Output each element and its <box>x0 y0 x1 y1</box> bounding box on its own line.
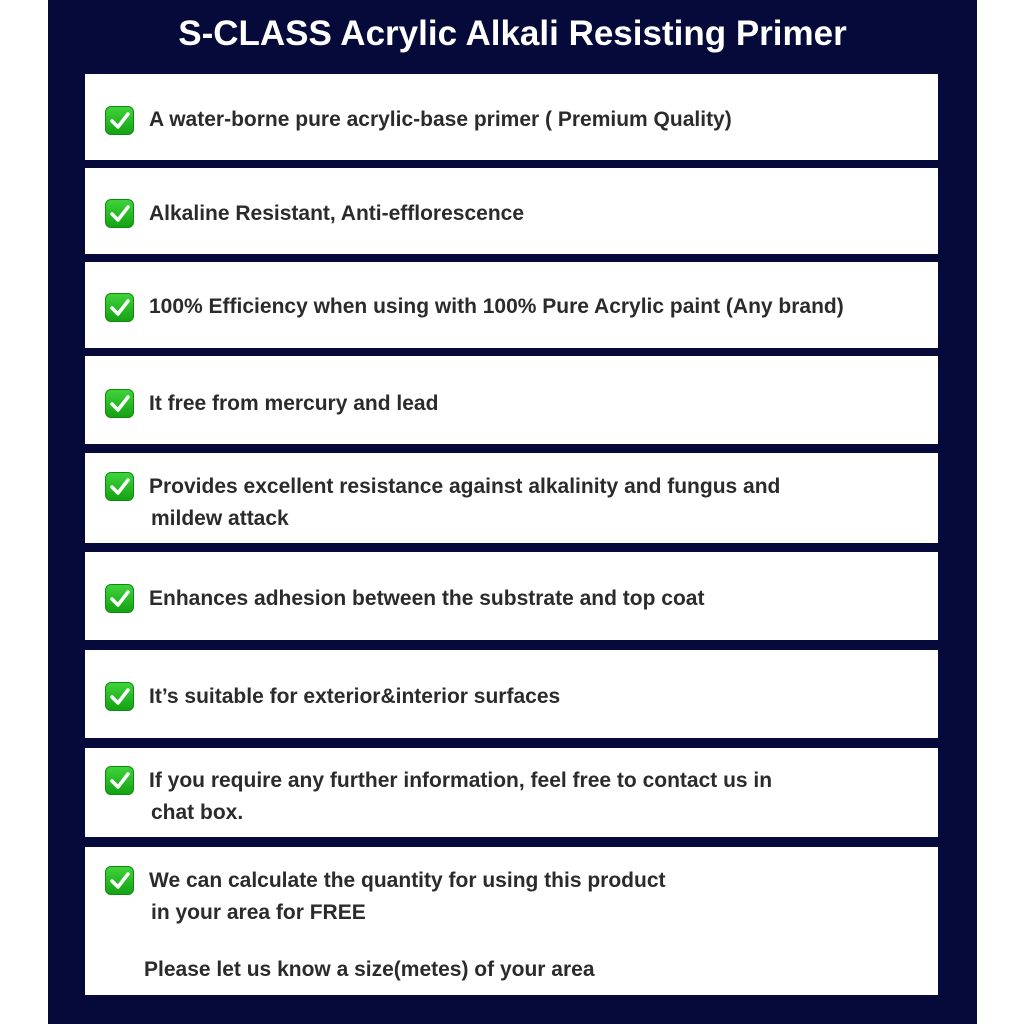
info-panel: S-CLASS Acrylic Alkali Resisting Primer … <box>48 0 977 1024</box>
feature-card: Alkaline Resistant, Anti-efflorescence <box>85 168 938 254</box>
feature-line: Alkaline Resistant, Anti-efflorescence <box>149 202 525 225</box>
feature-line: If you require any further information, … <box>149 769 773 792</box>
feature-line-continued: mildew attack <box>151 507 289 530</box>
size-request-note: Please let us know a size(metes) of your… <box>144 958 595 981</box>
feature-text: If you require any further information, … <box>149 765 930 829</box>
feature-card: Enhances adhesion between the substrate … <box>85 552 938 640</box>
feature-text: We can calculate the quantity for using … <box>149 865 930 929</box>
feature-card: If you require any further information, … <box>85 748 938 837</box>
check-mark-icon <box>105 584 134 613</box>
feature-line: A water-borne pure acrylic-base primer (… <box>149 108 732 131</box>
feature-line: It free from mercury and lead <box>149 392 439 415</box>
check-mark-icon <box>105 293 134 322</box>
feature-line: Provides excellent resistance against al… <box>149 475 781 498</box>
feature-card: A water-borne pure acrylic-base primer (… <box>85 74 938 160</box>
check-mark-icon <box>105 472 134 501</box>
feature-text: Enhances adhesion between the substrate … <box>149 583 930 615</box>
feature-card: 100% Efficiency when using with 100% Pur… <box>85 262 938 348</box>
feature-card: Provides excellent resistance against al… <box>85 453 938 543</box>
feature-card: It’s suitable for exterior&interior surf… <box>85 650 938 738</box>
feature-card: We can calculate the quantity for using … <box>85 847 938 995</box>
check-mark-icon <box>105 766 134 795</box>
feature-line: Enhances adhesion between the substrate … <box>149 587 705 610</box>
feature-line: We can calculate the quantity for using … <box>149 869 666 892</box>
feature-text: It free from mercury and lead <box>149 388 930 420</box>
feature-line: It’s suitable for exterior&interior surf… <box>149 685 561 708</box>
feature-text: 100% Efficiency when using with 100% Pur… <box>149 291 930 323</box>
page-title: S-CLASS Acrylic Alkali Resisting Primer <box>178 14 847 53</box>
check-mark-icon <box>105 682 134 711</box>
check-mark-icon <box>105 389 134 418</box>
feature-card: It free from mercury and lead <box>85 356 938 444</box>
feature-line-continued: chat box. <box>151 801 244 824</box>
feature-text: It’s suitable for exterior&interior surf… <box>149 681 930 713</box>
feature-line-continued: in your area for FREE <box>151 901 366 924</box>
feature-text: Alkaline Resistant, Anti-efflorescence <box>149 198 930 230</box>
check-mark-icon <box>105 866 134 895</box>
feature-text: A water-borne pure acrylic-base primer (… <box>149 104 930 136</box>
feature-line: 100% Efficiency when using with 100% Pur… <box>149 295 844 318</box>
check-mark-icon <box>105 106 134 135</box>
check-mark-icon <box>105 199 134 228</box>
feature-text: Provides excellent resistance against al… <box>149 471 930 535</box>
